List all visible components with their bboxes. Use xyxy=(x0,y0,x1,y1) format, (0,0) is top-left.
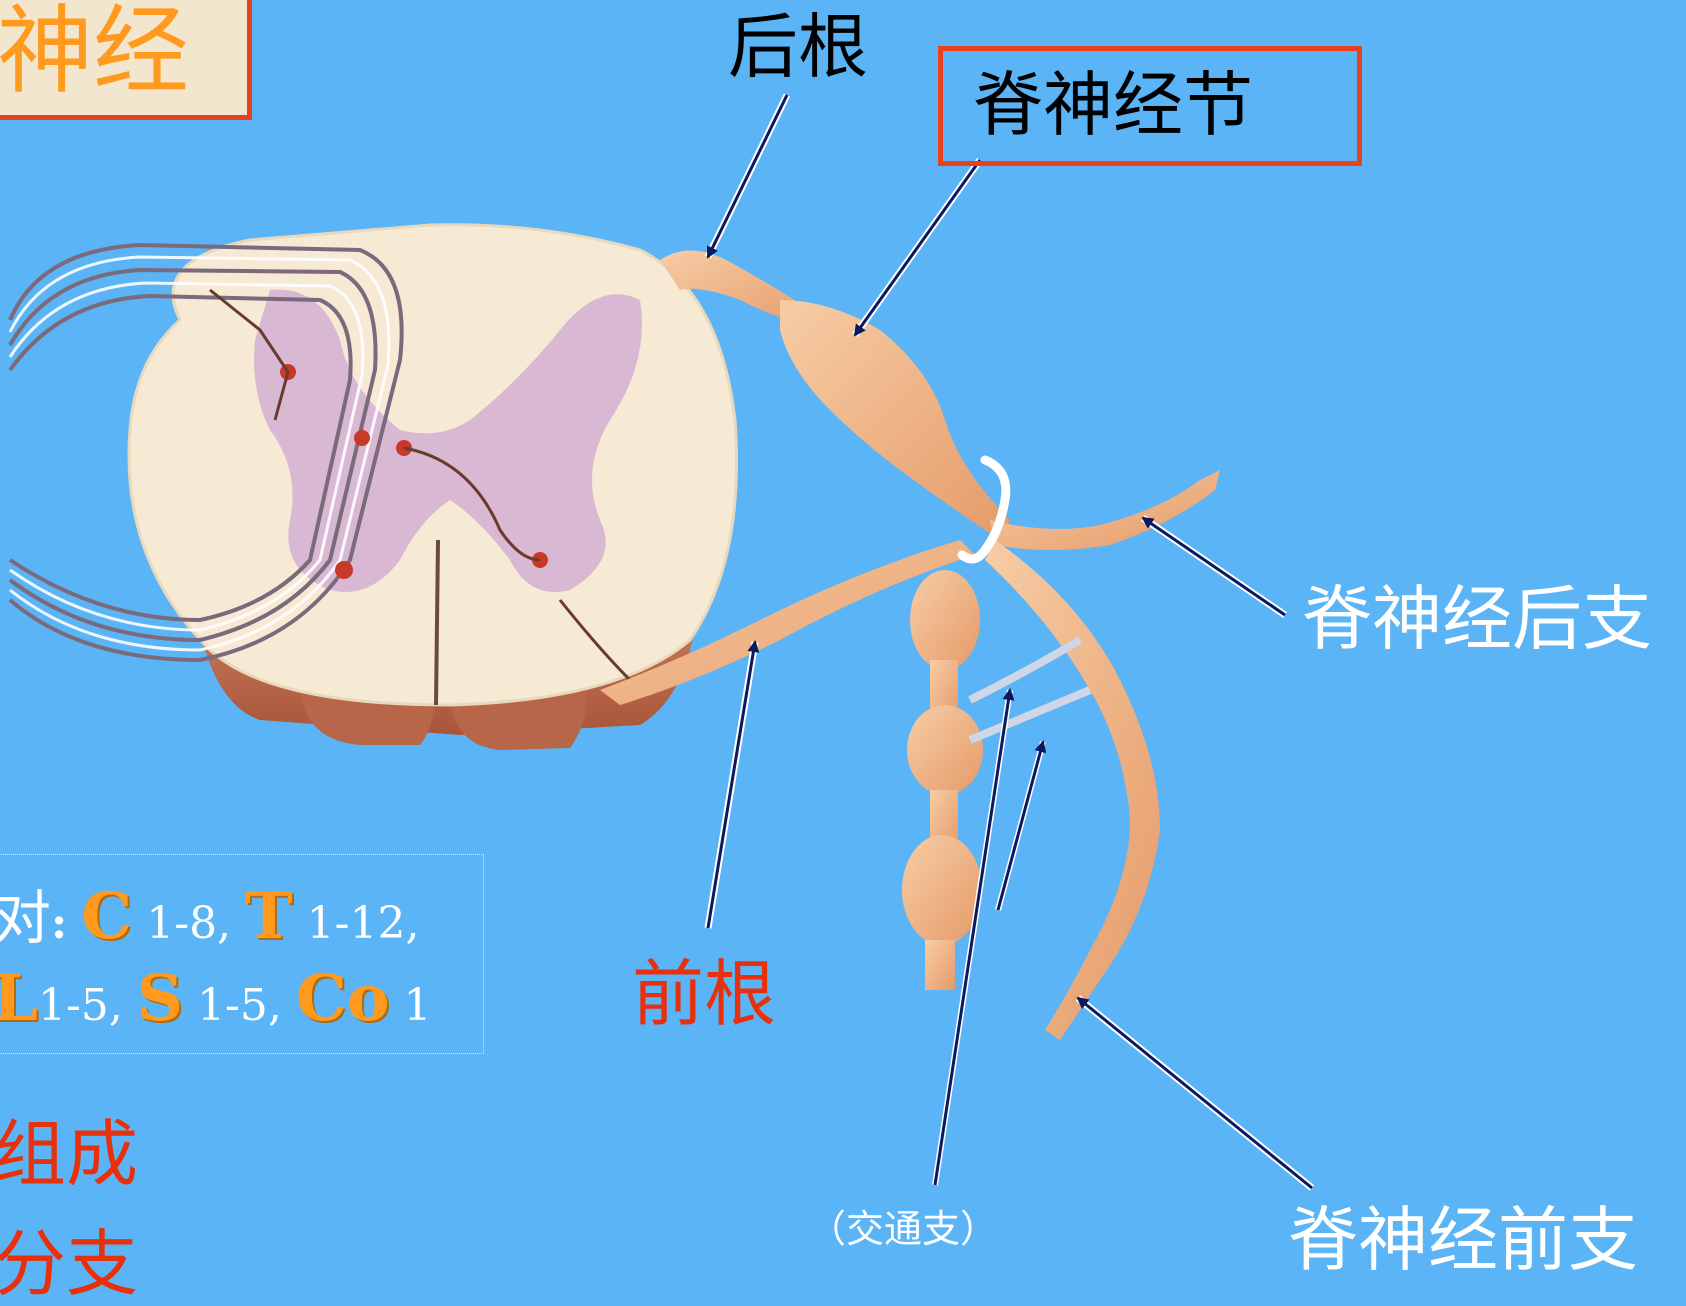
segment-s-letter: S xyxy=(137,961,183,1036)
segment-t-range: 1-12, xyxy=(307,898,420,949)
label-anterior-root: 前根 xyxy=(632,958,776,1030)
spinal-ganglion xyxy=(780,300,1010,540)
label-ventral-ramus: 脊神经前支 xyxy=(1288,1205,1638,1275)
label-spinal-ganglion: 脊神经节 xyxy=(973,64,1253,146)
segment-co-letter: Co xyxy=(296,961,390,1036)
anterior-median-fissure xyxy=(436,540,438,705)
segment-line-1: 对: C 1-8, T 1-12, xyxy=(0,885,420,949)
spinal-ganglion-label-box: 脊神经节 xyxy=(938,46,1362,166)
segment-c-range: 1-8, xyxy=(146,898,231,949)
bottom-text-line-1: 组成 xyxy=(0,1118,138,1190)
page-title: 神经 xyxy=(0,0,189,107)
bottom-text-line-2: 分支 xyxy=(0,1228,138,1300)
label-dorsal-ramus: 脊神经后支 xyxy=(1302,584,1652,654)
segment-info-box: 对: C 1-8, T 1-12, L1-5, S 1-5, Co 1 xyxy=(0,854,484,1054)
segment-s-range: 1-5, xyxy=(197,980,282,1031)
segment-t-letter: T xyxy=(245,879,293,954)
sympathetic-trunk xyxy=(902,570,983,990)
segment-prefix: 对 xyxy=(0,884,51,952)
dorsal-ramus xyxy=(990,470,1220,550)
label-posterior-root: 后根 xyxy=(728,12,868,82)
ventral-ramus xyxy=(985,540,1160,1040)
label-communicating-branch: （交通支） xyxy=(808,1210,998,1248)
segment-c-letter: C xyxy=(81,879,132,954)
segment-line-2: L1-5, S 1-5, Co 1 xyxy=(0,967,432,1031)
segment-co-range: 1 xyxy=(404,980,432,1031)
pointer-arrows xyxy=(708,95,1312,1188)
title-box: 神经 xyxy=(0,0,252,120)
segment-l-range: 1-5, xyxy=(38,980,123,1031)
segment-colon: : xyxy=(51,898,67,949)
segment-l-letter: L xyxy=(0,961,38,1036)
